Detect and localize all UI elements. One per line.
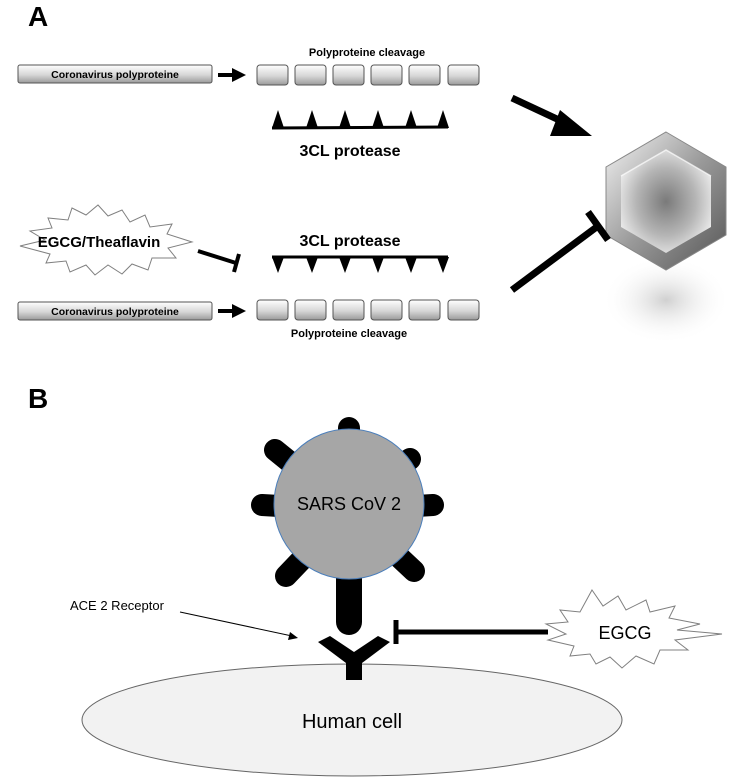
ace2-receptor-label: ACE 2 Receptor [70, 598, 165, 613]
top-segment [294, 64, 327, 86]
top-protease-comb [271, 110, 449, 130]
top-segment [408, 64, 441, 86]
top-segment [332, 64, 365, 86]
theaflavin-inhibit-arrow [197, 249, 241, 273]
top-segments [256, 64, 480, 86]
bottom-segment [256, 299, 289, 321]
ace2-receptor [318, 636, 390, 680]
panel-a-label: A [28, 1, 48, 32]
ace2-pointer-arrow [179, 611, 298, 640]
egcg-inhibit-arrow [393, 620, 548, 644]
human-cell: Human cell [81, 663, 623, 777]
top-segment [370, 64, 403, 86]
virion-hexagon [602, 131, 729, 344]
human-cell-label: Human cell [302, 711, 402, 733]
bottom-protease-comb [272, 255, 449, 273]
top-protease-label: 3CL protease [299, 143, 400, 160]
bottom-polyprotein-arrow [218, 304, 246, 318]
virus-body: SARS CoV 2 [273, 428, 425, 580]
theaflavin-label: EGCG/Theaflavin [38, 234, 161, 251]
bottom-segment [332, 299, 365, 321]
bottom-cleavage-label: Polyproteine cleavage [291, 328, 407, 340]
panel-b-label: B [28, 383, 48, 414]
virion-inhibit-arrow [509, 209, 611, 293]
bottom-segment [294, 299, 327, 321]
bottom-protease-label: 3CL protease [299, 233, 400, 250]
virus-label: SARS CoV 2 [297, 494, 401, 514]
bottom-segment [408, 299, 441, 321]
bottom-segments [256, 299, 480, 321]
top-polyprotein-bar: Coronavirus polyproteine [17, 64, 213, 84]
egcg-label: EGCG [598, 623, 651, 643]
bottom-segment [370, 299, 403, 321]
bottom-polyprotein-bar: Coronavirus polyproteine [17, 301, 213, 321]
top-polyprotein-arrow [218, 68, 246, 82]
top-segment [447, 64, 480, 86]
virion-shadow [602, 256, 729, 344]
top-segment [256, 64, 289, 86]
top-polyprotein-label: Coronavirus polyproteine [51, 69, 179, 81]
theaflavin-burst: EGCG/Theaflavin [19, 204, 194, 276]
assembly-arrow [510, 94, 592, 136]
bottom-polyprotein-label: Coronavirus polyproteine [51, 306, 179, 318]
egcg-burst: EGCG [544, 589, 723, 669]
bottom-segment [447, 299, 480, 321]
top-cleavage-label: Polyproteine cleavage [309, 47, 425, 59]
